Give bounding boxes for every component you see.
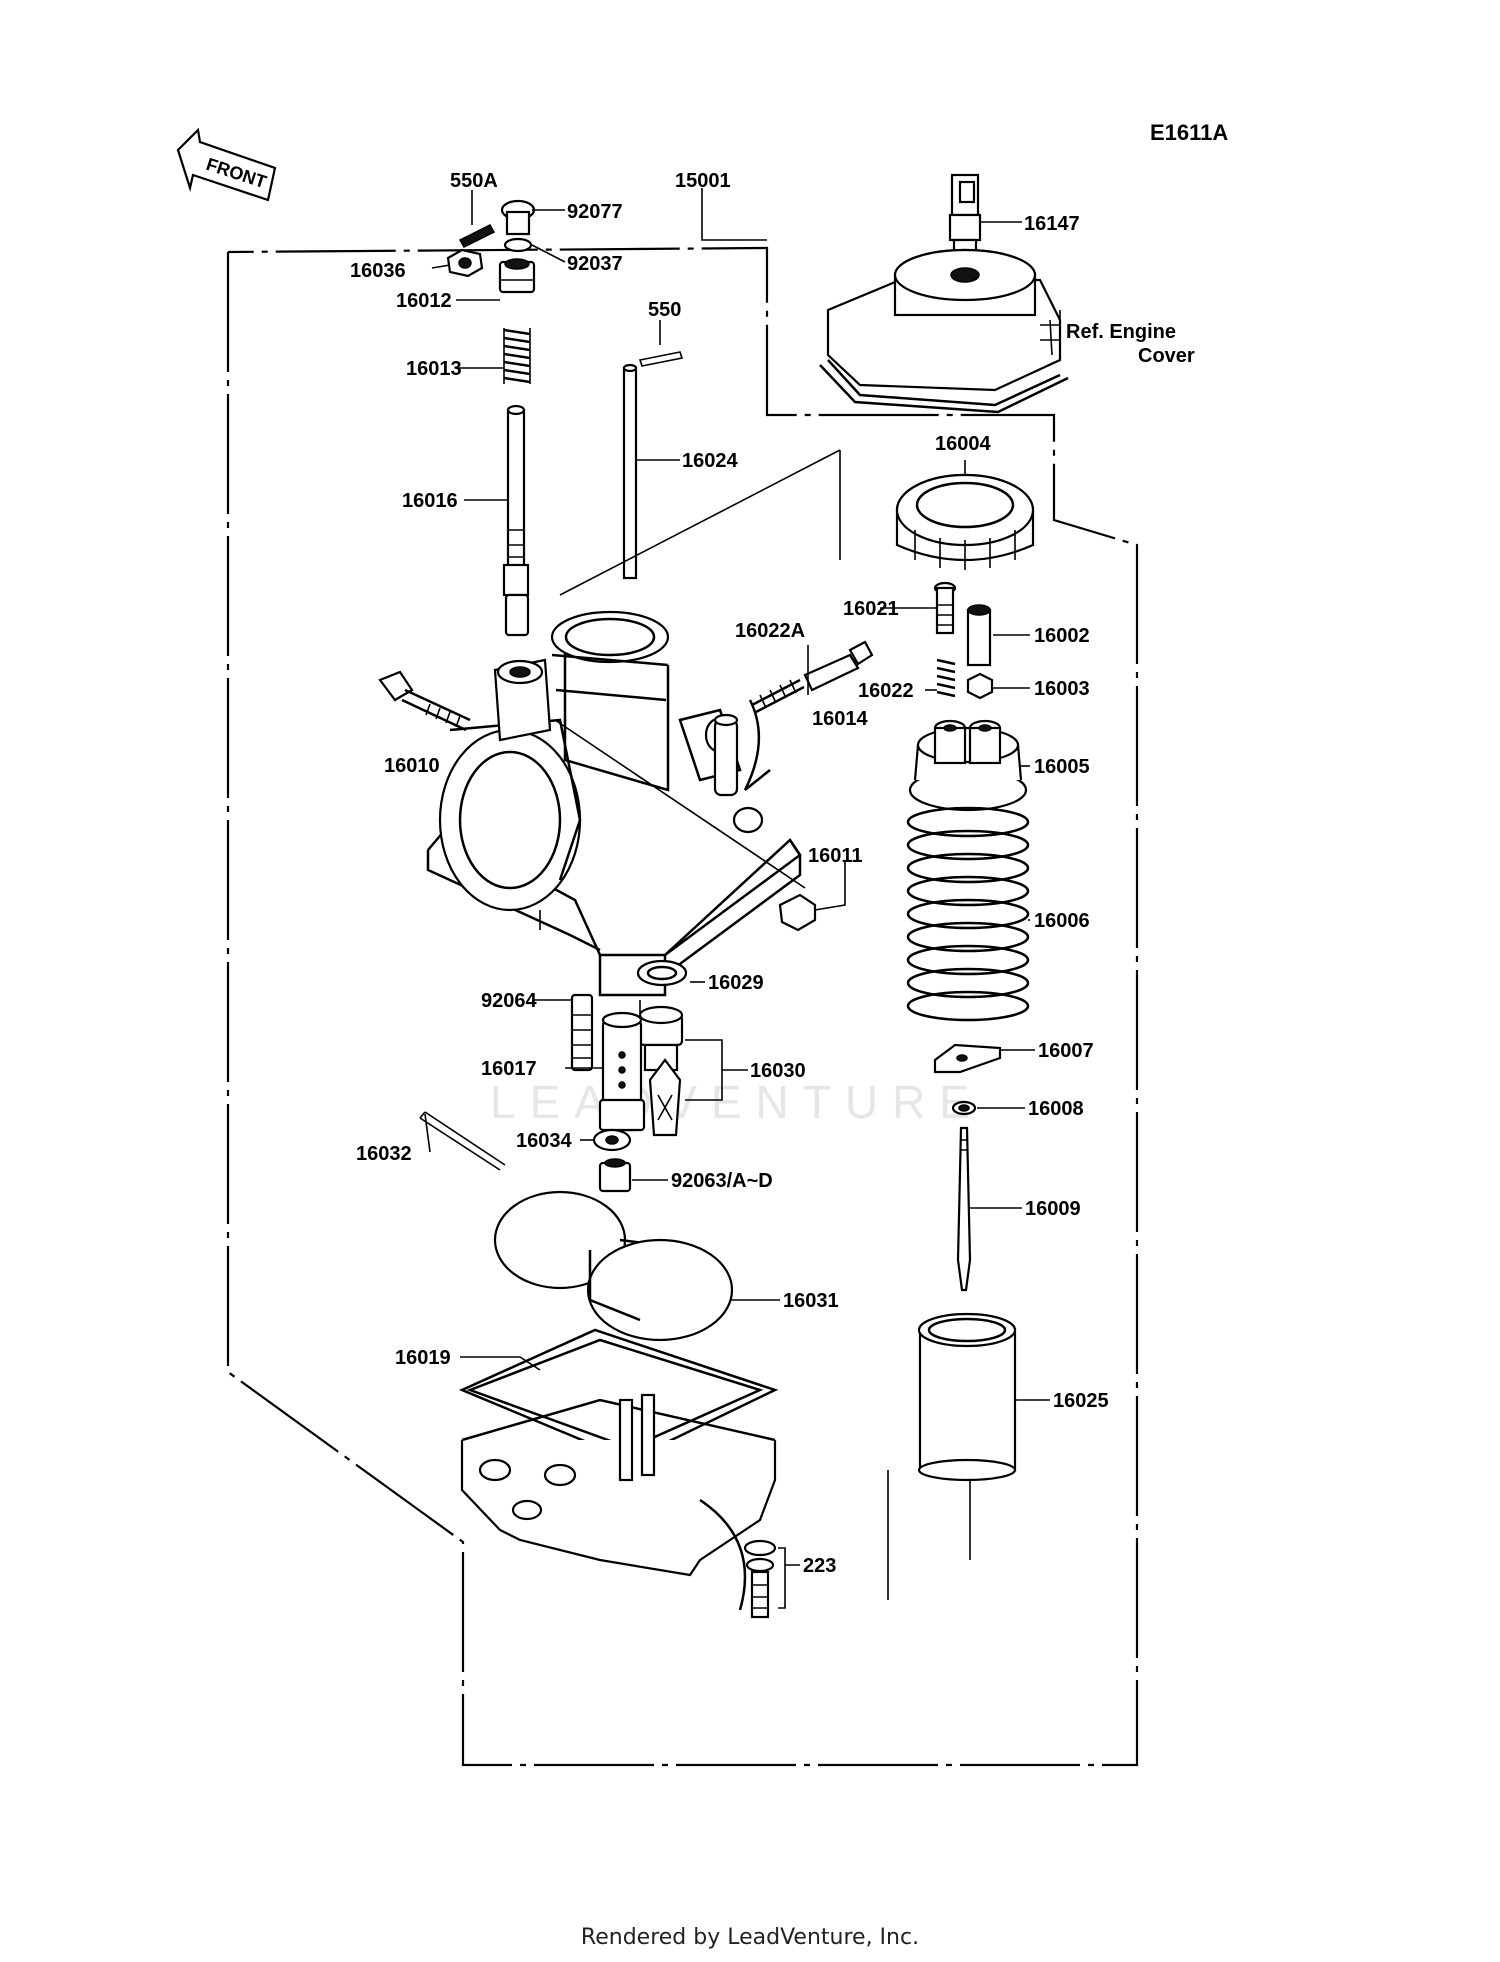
label-16032: 16032 bbox=[356, 1143, 412, 1165]
part-16031-float bbox=[493, 1190, 734, 1342]
part-16022-spring bbox=[936, 658, 956, 698]
label-16012: 16012 bbox=[396, 290, 452, 312]
label-16031: 16031 bbox=[783, 1290, 839, 1312]
label-16019: 16019 bbox=[395, 1347, 451, 1369]
diagram-code: E1611A bbox=[1150, 120, 1228, 145]
part-92037-oring bbox=[503, 237, 533, 253]
part-92077-screw bbox=[500, 199, 536, 236]
part-16025-throttle-valve bbox=[887, 1312, 1017, 1600]
part-16021-screw bbox=[933, 581, 957, 635]
label-16016: 16016 bbox=[402, 490, 458, 512]
label-16003: 16003 bbox=[1034, 678, 1090, 700]
label-16010: 16010 bbox=[384, 755, 440, 777]
watermark: LEADVENTURE bbox=[490, 1076, 984, 1128]
label-16007: 16007 bbox=[1038, 1040, 1094, 1062]
part-550A-pin bbox=[458, 224, 496, 248]
part-16032-pin bbox=[419, 1111, 506, 1171]
label-16017: 16017 bbox=[481, 1058, 537, 1080]
part-16017-jet bbox=[598, 1011, 646, 1132]
part-15001-carburetor-body bbox=[426, 449, 841, 1020]
label-92063: 92063/A~D bbox=[671, 1170, 773, 1192]
label-16036: 16036 bbox=[350, 260, 406, 282]
part-16036-nut bbox=[446, 248, 484, 278]
part-92064-jet bbox=[570, 993, 594, 1072]
label-ref-cover: Cover bbox=[1138, 345, 1195, 367]
label-16014: 16014 bbox=[812, 708, 868, 730]
part-16029-washer bbox=[636, 959, 688, 987]
part-16011-nut bbox=[778, 893, 817, 932]
part-16008-clip bbox=[951, 1100, 977, 1116]
label-92077: 92077 bbox=[567, 201, 623, 223]
part-16009-jet-needle bbox=[956, 1126, 972, 1292]
leader-lines bbox=[424, 188, 1061, 1609]
part-16005-cap bbox=[908, 719, 1028, 812]
part-16007-clip-plate bbox=[933, 1043, 1002, 1074]
label-16004: 16004 bbox=[935, 433, 991, 455]
label-92037: 92037 bbox=[567, 253, 623, 275]
part-16019-float-bowl bbox=[458, 1328, 779, 1611]
label-16009: 16009 bbox=[1025, 1198, 1081, 1220]
label-ref-engine: Ref. Engine bbox=[1066, 321, 1176, 343]
label-223: 223 bbox=[803, 1555, 836, 1577]
label-92064: 92064 bbox=[481, 990, 537, 1012]
label-16011: 16011 bbox=[808, 845, 863, 867]
label-16013: 16013 bbox=[406, 358, 462, 380]
label-16025: 16025 bbox=[1053, 1390, 1109, 1412]
front-arrow-icon: FRONT bbox=[176, 127, 277, 202]
part-16002-adjuster bbox=[966, 604, 992, 667]
part-16012-cap bbox=[498, 258, 536, 294]
part-16024-rod bbox=[622, 363, 638, 580]
label-16147: 16147 bbox=[1024, 213, 1080, 235]
label-16022A: 16022A bbox=[735, 620, 805, 642]
part-16014-screw bbox=[803, 640, 874, 692]
label-16002: 16002 bbox=[1034, 625, 1090, 647]
label-16030: 16030 bbox=[750, 1060, 806, 1082]
label-16022: 16022 bbox=[858, 680, 914, 702]
label-16021: 16021 bbox=[843, 598, 899, 620]
part-16013-spring bbox=[503, 328, 531, 384]
part-16004-cap-nut bbox=[895, 473, 1035, 570]
assembly-boundary bbox=[226, 246, 1139, 1767]
part-16034-washer bbox=[592, 1128, 632, 1152]
part-16006-spring bbox=[906, 806, 1030, 1022]
label-16005: 16005 bbox=[1034, 756, 1090, 778]
label-16029: 16029 bbox=[708, 972, 764, 994]
label-15001: 15001 bbox=[675, 170, 731, 192]
label-16034: 16034 bbox=[516, 1130, 572, 1152]
label-16024: 16024 bbox=[682, 450, 738, 472]
part-16016-rod bbox=[502, 404, 530, 637]
label-16008: 16008 bbox=[1028, 1098, 1084, 1120]
part-16003-nut bbox=[966, 672, 994, 700]
part-16022A-spring bbox=[751, 678, 805, 714]
part-92063-main-jet bbox=[598, 1158, 632, 1193]
label-550: 550 bbox=[648, 299, 681, 321]
engine-cover bbox=[819, 248, 1069, 414]
label-16006: 16006 bbox=[1034, 910, 1090, 932]
part-550-pin bbox=[638, 351, 684, 367]
part-223-screw bbox=[743, 1539, 777, 1619]
part-16010-screw bbox=[378, 670, 471, 732]
label-550A: 550A bbox=[450, 170, 498, 192]
footer-credit: Rendered by LeadVenture, Inc. bbox=[580, 1925, 920, 1950]
